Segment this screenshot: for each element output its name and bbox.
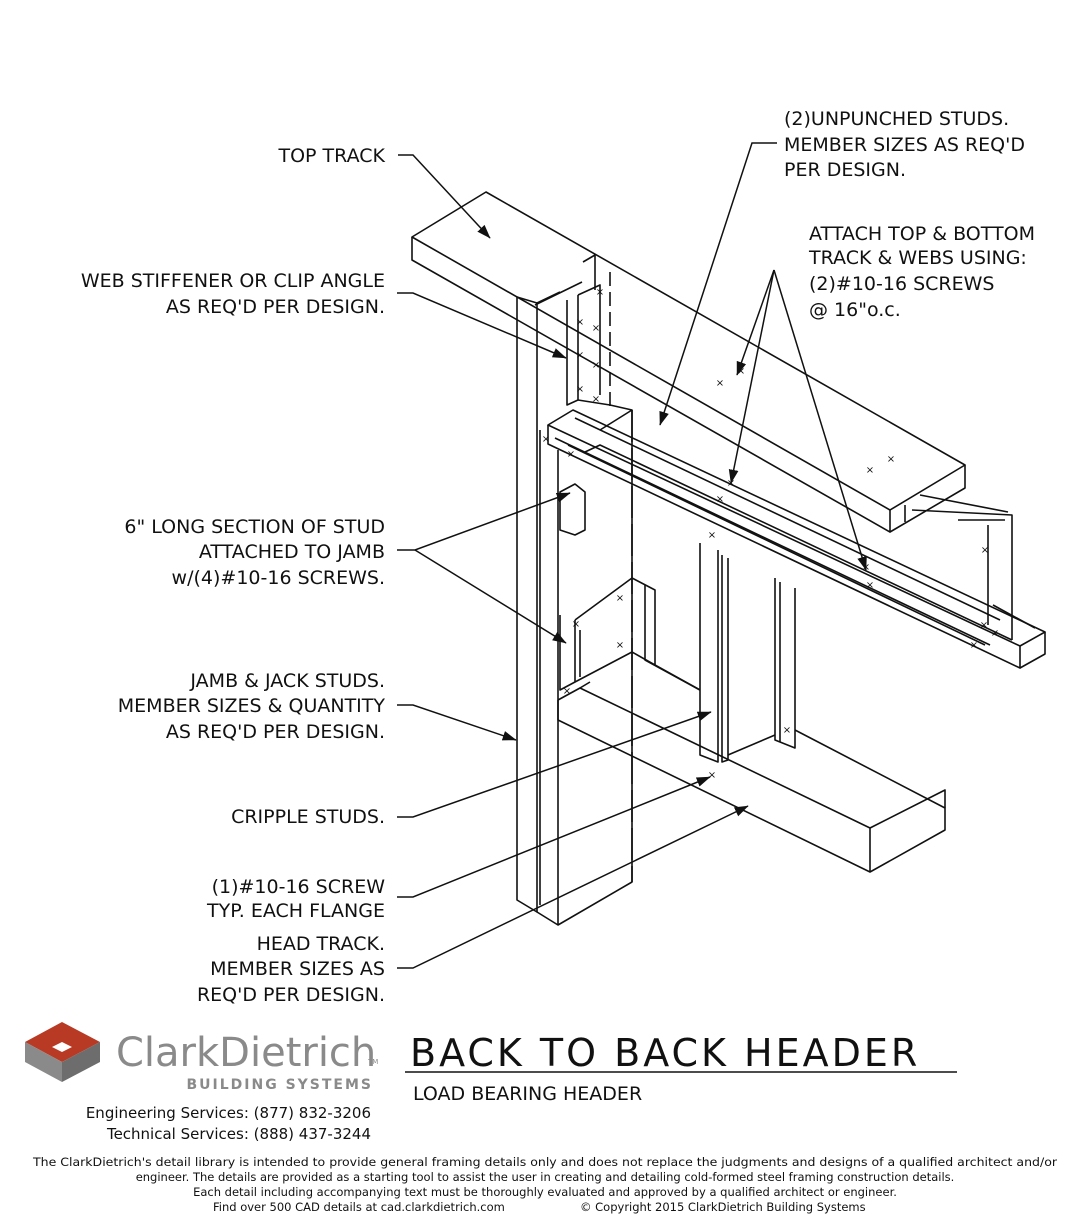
svg-text:×: × [567,449,575,460]
jamb-studs [516,291,633,926]
label-jamb-1: JAMB & JACK STUDS. [189,670,385,692]
leader-attach-b [728,269,775,484]
brand-subtitle: BUILDING SYSTEMS [186,1077,373,1093]
svg-text:×: × [708,770,716,781]
label-head-2: MEMBER SIZES AS [210,958,385,980]
leader-attach-c [773,269,867,571]
label-attach-1: ATTACH TOP & BOTTOM [809,223,1035,245]
svg-text:×: × [596,287,604,298]
label-section-1: 6" LONG SECTION OF STUD [124,516,385,538]
framing-illustration [411,191,1046,926]
label-screw-2: TYP. EACH FLANGE [206,900,385,922]
head-track [557,664,946,873]
label-stiffener-2: AS REQ'D PER DESIGN. [166,296,385,318]
leader-section-b [414,549,567,644]
svg-text:×: × [866,580,874,591]
leader-section-a [397,492,571,551]
svg-text:×: × [716,378,724,389]
svg-text:×: × [592,360,600,371]
leader-stiffener [397,292,567,359]
detail-title: BACK TO BACK HEADER [410,1031,920,1075]
svg-text:×: × [991,628,999,639]
leader-unpunched [659,142,777,426]
cripple-studs [699,543,796,763]
svg-text:×: × [572,619,580,630]
label-unpunched-2: MEMBER SIZES AS REQ'D [784,134,1025,156]
label-head-1: HEAD TRACK. [257,933,385,955]
technical-services: Technical Services: (888) 437-3244 [106,1125,371,1143]
svg-text:×: × [980,620,988,631]
svg-text:×: × [576,317,584,328]
brand-name: ClarkDietrich [116,1030,376,1076]
svg-text:×: × [592,394,600,405]
label-jamb-2: MEMBER SIZES & QUANTITY [118,695,386,717]
leader-top-track [398,154,491,239]
leader-cripple [397,711,712,818]
label-head-3: REQ'D PER DESIGN. [197,984,385,1006]
svg-text:×: × [616,640,624,651]
callouts: TOP TRACK (2)UNPUNCHED STUDS. MEMBER SIZ… [81,108,1035,1006]
svg-text:×: × [716,494,724,505]
label-unpunched-1: (2)UNPUNCHED STUDS. [784,108,1009,130]
svg-text:×: × [981,545,989,556]
disclaimer-line-1: The ClarkDietrich's detail library is in… [32,1155,1057,1169]
svg-text:×: × [542,434,550,445]
brand-trademark: TM [367,1058,378,1066]
label-cripple: CRIPPLE STUDS. [231,806,385,828]
disclaimer-line-2: engineer. The details are provided as a … [136,1170,955,1184]
leader-screw [397,776,711,898]
clarkdietrich-logo [25,1022,100,1082]
leader-jamb [397,704,517,741]
engineering-services: Engineering Services: (877) 832-3206 [86,1104,371,1122]
disclaimer-line-3: Each detail including accompanying text … [193,1185,897,1199]
leader-head-track [397,805,749,969]
label-section-2: ATTACHED TO JAMB [199,541,385,563]
label-jamb-3: AS REQ'D PER DESIGN. [166,721,385,743]
disclaimer-copyright: © Copyright 2015 ClarkDietrich Building … [580,1200,866,1214]
title-block: BACK TO BACK HEADER LOAD BEARING HEADER [405,1031,957,1105]
label-screw-1: (1)#10-16 SCREW [212,876,386,898]
detail-subtitle: LOAD BEARING HEADER [413,1083,642,1105]
svg-text:×: × [887,454,895,465]
svg-text:×: × [970,640,978,651]
leader-lines [397,142,867,969]
brand-block: ClarkDietrich TM BUILDING SYSTEMS Engine… [25,1022,378,1143]
svg-text:×: × [576,350,584,361]
disclaimer: The ClarkDietrich's detail library is in… [32,1155,1057,1214]
disclaimer-cad-link[interactable]: Find over 500 CAD details at cad.clarkdi… [213,1200,505,1214]
leader-attach-a [736,269,775,376]
svg-text:×: × [576,384,584,395]
svg-text:×: × [783,725,791,736]
label-section-3: w/(4)#10-16 SCREWS. [172,567,385,589]
svg-text:×: × [616,593,624,604]
label-stiffener-1: WEB STIFFENER OR CLIP ANGLE [81,270,385,292]
svg-text:×: × [866,465,874,476]
svg-text:×: × [592,323,600,334]
label-attach-3: (2)#10-16 SCREWS [809,273,994,295]
screw-marks: ××× ××× ××× ××× ××× ××× ××× ××× ××× × [542,287,999,781]
label-attach-4: @ 16"o.c. [809,299,901,321]
label-top-track: TOP TRACK [278,145,386,167]
header-studs [534,254,1046,669]
stud-sections [559,483,701,691]
svg-text:×: × [563,686,571,697]
label-attach-2: TRACK & WEBS USING: [808,247,1027,269]
label-unpunched-3: PER DESIGN. [784,159,906,181]
svg-text:×: × [708,530,716,541]
